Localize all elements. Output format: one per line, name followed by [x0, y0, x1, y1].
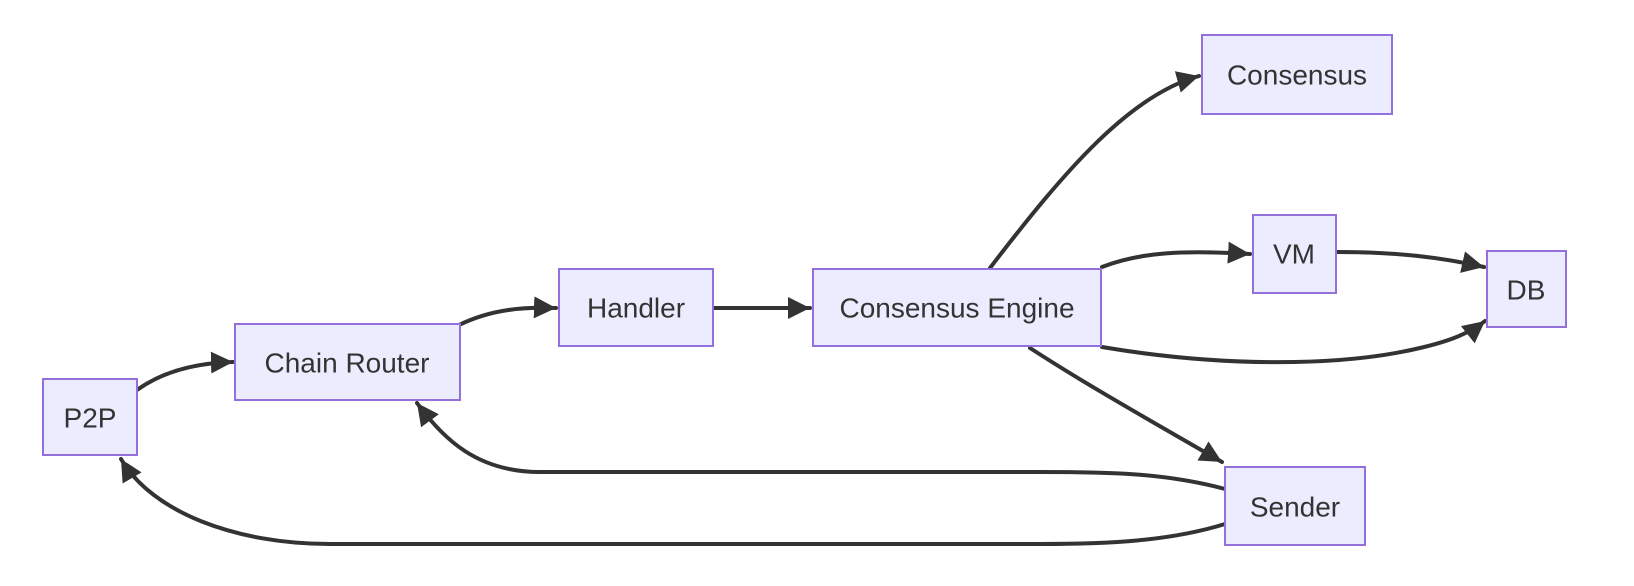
node-p2p-label: P2P — [64, 403, 117, 434]
edge-sender-to-chain-router — [415, 401, 1227, 491]
node-vm-label: VM — [1273, 239, 1315, 270]
edge-vm-to-db — [1335, 250, 1486, 273]
node-consensus-engine: Consensus Engine — [812, 268, 1102, 347]
node-chain-router: Chain Router — [234, 323, 461, 401]
edge-consensus-engine-to-sender — [1028, 346, 1224, 464]
node-handler-box — [558, 268, 714, 347]
node-vm-box — [1252, 214, 1337, 294]
node-consensus-label: Consensus — [1227, 60, 1367, 91]
node-vm: VM — [1252, 214, 1337, 294]
edge-layer — [119, 71, 1487, 547]
node-consensus-engine-box — [812, 268, 1102, 347]
node-layer: P2P Chain Router Handler Consensus Engin… — [42, 34, 1567, 546]
edge-sender-to-p2p — [119, 457, 1227, 547]
node-consensus: Consensus — [1201, 34, 1393, 115]
node-handler: Handler — [558, 268, 714, 347]
edge-p2p-to-chain-router — [135, 351, 235, 392]
node-sender-label: Sender — [1250, 492, 1340, 523]
node-handler-label: Handler — [587, 293, 685, 324]
node-p2p-box — [42, 378, 138, 456]
node-db: DB — [1486, 250, 1567, 328]
edge-consensus-engine-to-vm — [1100, 241, 1252, 269]
node-db-label: DB — [1507, 275, 1546, 306]
node-consensus-box — [1201, 34, 1393, 115]
edge-chain-router-to-handler — [457, 296, 558, 327]
node-chain-router-box — [234, 323, 461, 401]
edge-consensus-engine-to-consensus — [988, 71, 1201, 270]
node-sender: Sender — [1224, 466, 1366, 546]
node-sender-box — [1224, 466, 1366, 546]
node-consensus-engine-label: Consensus Engine — [839, 293, 1074, 324]
node-db-box — [1486, 250, 1567, 328]
node-chain-router-label: Chain Router — [265, 348, 430, 379]
node-p2p: P2P — [42, 378, 138, 456]
edge-consensus-engine-to-db — [1100, 319, 1487, 365]
